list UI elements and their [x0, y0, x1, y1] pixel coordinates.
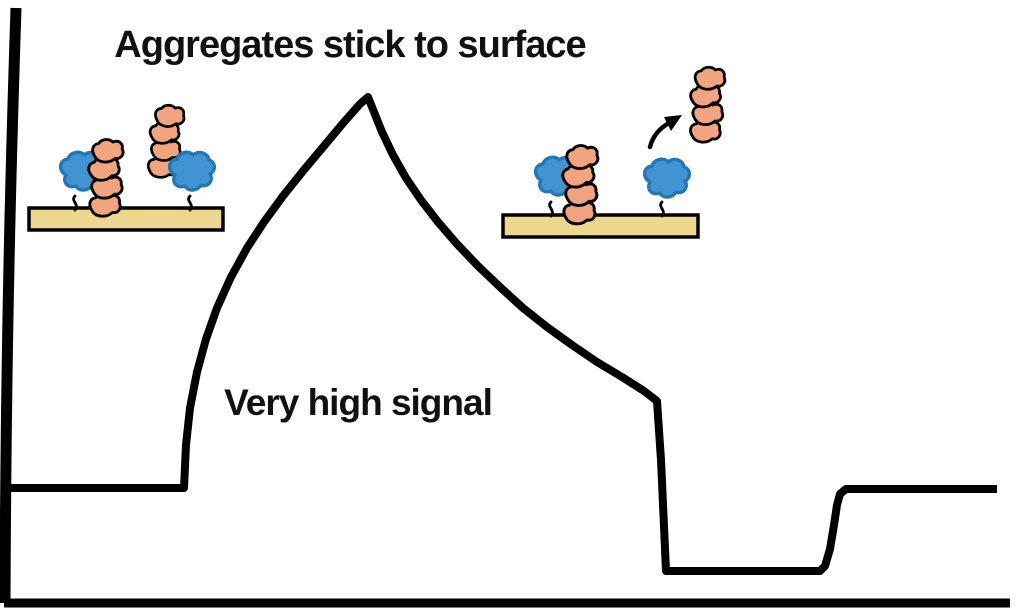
sensor-surface-bar: [27, 206, 225, 232]
very-high-signal-annotation: Very high signal: [224, 382, 493, 423]
dissociation-arrowhead-icon: [664, 115, 682, 131]
floating-aggregate-stack-icon: [688, 66, 725, 143]
sensor-surface-bar: [501, 213, 700, 239]
signal-curve: [10, 93, 997, 575]
right-scene-aggregate-release: [501, 66, 726, 239]
capture-protein-blob-icon: [642, 157, 692, 199]
left-scene-aggregates-bound: [27, 103, 225, 232]
diagram-title: Aggregates stick to surface: [114, 24, 586, 66]
dissociation-arrow-icon: [647, 119, 674, 150]
aggregate-stack-icon: [88, 139, 123, 217]
capture-protein-blob-icon: [167, 150, 217, 192]
y-axis-line: [0, 7, 22, 604]
aggregate-stack-icon: [562, 145, 598, 224]
